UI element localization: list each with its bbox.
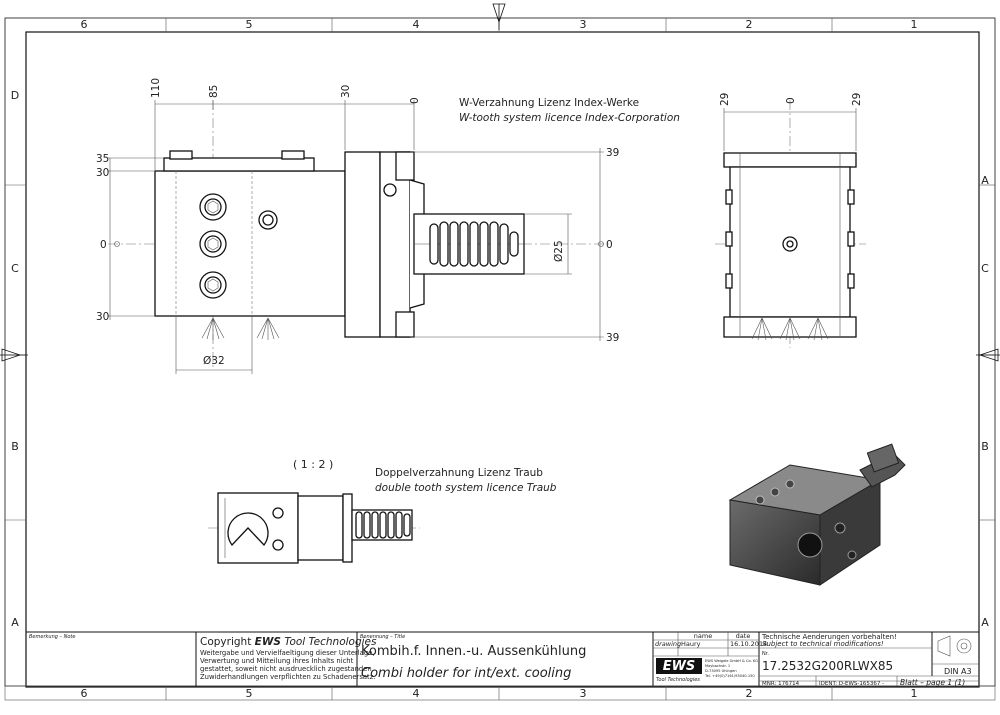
dim-label: 35 xyxy=(96,153,109,165)
drawing-title-de: Kombih.f. Innen.-u. Aussenkühlung xyxy=(361,644,586,659)
w-tooth-note-de: W-Verzahnung Lizenz Index-Werke xyxy=(459,97,639,109)
isometric-view xyxy=(728,443,906,586)
nr-label: Nr. xyxy=(762,651,769,657)
copyright-line: gestattet, soweit nicht ausdruecklich zu… xyxy=(200,665,374,673)
col-label-top: 3 xyxy=(580,18,587,31)
row-label-right: C xyxy=(981,262,989,275)
scale-note: ( 1 : 2 ) xyxy=(293,458,333,471)
drawn-date: 16.10.2014 xyxy=(730,640,767,648)
dim-label: Ø32 xyxy=(203,355,225,367)
ident: IDENT: D-EWS-165367 - xyxy=(819,681,884,687)
company-line: EWS Weigele GmbH & Co. KG xyxy=(705,659,758,663)
dim-label: 0 xyxy=(100,239,107,251)
w-tooth-note-en: W-tooth system licence Index-Corporation xyxy=(459,112,680,124)
copyright-line: Weitergabe und Vervielfaeltigung dieser … xyxy=(200,649,375,657)
dim-label: 39 xyxy=(606,147,619,159)
drawing-label: drawing xyxy=(655,640,681,648)
dim-label: 0 xyxy=(606,239,613,251)
row-label-right: A xyxy=(981,174,989,187)
dim-label: 29 xyxy=(851,93,863,106)
side-view: 29 0 29 xyxy=(715,93,866,348)
change-note-de: Technische Aenderungen vorbehalten! xyxy=(761,633,897,641)
name-header: name xyxy=(694,632,712,640)
double-tooth-note-de: Doppelverzahnung Lizenz Traub xyxy=(375,467,543,479)
detail-view-1-2 xyxy=(208,492,420,564)
ews-logo xyxy=(656,658,702,674)
row-label-left: B xyxy=(11,440,19,453)
sheet-number: Blatt – page 1 (1) xyxy=(900,678,965,687)
paper-format: DIN A3 xyxy=(944,667,972,676)
dim-label: 29 xyxy=(719,93,731,106)
mnr: MNR: 176714 xyxy=(762,681,800,687)
title-block xyxy=(26,631,979,686)
row-label-left: C xyxy=(11,262,19,275)
front-view: 110 85 30 0 35 30 0 30 39 0 39 Ø25 Ø32 xyxy=(96,78,619,374)
col-label-bottom: 3 xyxy=(580,687,587,700)
sheet-frame xyxy=(0,3,1000,701)
col-label-bottom: 5 xyxy=(246,687,253,700)
dim-label: 85 xyxy=(208,85,220,98)
ews-logo-sub: Tool Technologies xyxy=(656,677,700,683)
remark-label: Bemerkung – Note xyxy=(29,634,75,640)
drawn-by: Haury xyxy=(681,640,701,648)
change-note-en: Subject to technical modifications! xyxy=(762,640,884,648)
col-label-bottom: 4 xyxy=(413,687,420,700)
drawing-title-en: Combi holder for int/ext. cooling xyxy=(361,666,571,681)
col-label-top: 1 xyxy=(911,18,918,31)
copyright-title: Copyright EWS Tool Technologies xyxy=(200,636,377,648)
dim-label: 110 xyxy=(150,78,162,98)
col-label-top: 6 xyxy=(81,18,88,31)
row-label-right: A xyxy=(981,616,989,629)
company-line: Maybachstr. 1 xyxy=(705,664,730,668)
dim-label: 30 xyxy=(96,167,109,179)
row-label-left: A xyxy=(11,616,19,629)
company-line: D-73095 Uhingen xyxy=(705,669,737,673)
date-header: date xyxy=(736,632,751,640)
dim-label: 0 xyxy=(409,97,421,104)
dim-label: 0 xyxy=(785,97,797,104)
part-number: 17.2532G200RLWX85 xyxy=(762,659,893,673)
dim-label: 30 xyxy=(340,85,352,98)
col-label-top: 4 xyxy=(413,18,420,31)
dim-label: 39 xyxy=(606,332,619,344)
copyright-line: Zuwiderhandlungen verpflichten zu Schade… xyxy=(200,673,375,681)
col-label-bottom: 6 xyxy=(81,687,88,700)
double-tooth-note-en: double tooth system licence Traub xyxy=(375,482,557,494)
col-label-bottom: 2 xyxy=(746,687,753,700)
row-label-right: B xyxy=(981,440,989,453)
col-label-top: 5 xyxy=(246,18,253,31)
company-line: Tel. +49(0)7161/93040-150 xyxy=(704,674,755,678)
dim-label: Ø25 xyxy=(553,240,565,262)
col-label-bottom: 1 xyxy=(911,687,918,700)
copyright-line: Verwertung und Mitteilung ihres Inhalts … xyxy=(200,657,354,665)
row-label-left: D xyxy=(11,89,19,102)
dim-label: 30 xyxy=(96,311,109,323)
ews-logo-text: EWS xyxy=(663,659,696,674)
designation-label: Benennung – Title xyxy=(360,634,405,640)
col-label-top: 2 xyxy=(746,18,753,31)
